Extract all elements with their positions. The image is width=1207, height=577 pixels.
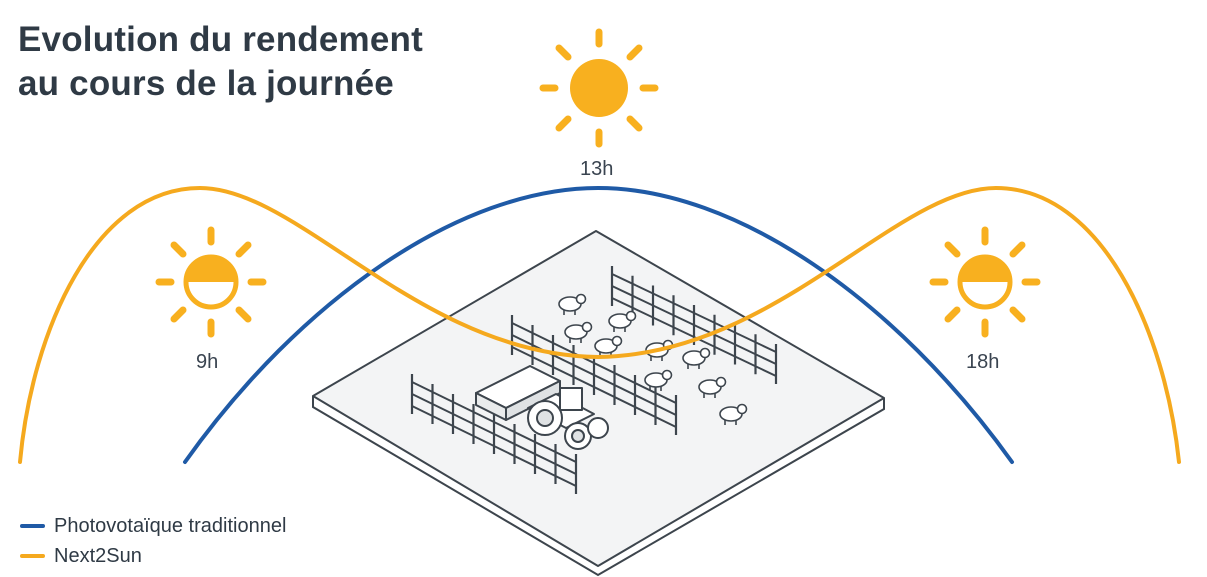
field-platform bbox=[312, 230, 885, 577]
sun-half-icon bbox=[155, 226, 267, 338]
curve-photovoltaique-traditionnel bbox=[183, 185, 1014, 464]
legend: Photovotaïque traditionnel Next2Sun bbox=[20, 511, 286, 571]
legend-swatch-blue bbox=[20, 524, 45, 528]
time-label-9h: 9h bbox=[196, 351, 219, 373]
time-label-13h: 13h bbox=[580, 158, 614, 180]
legend-label: Next2Sun bbox=[54, 544, 142, 567]
legend-label: Photovotaïque traditionnel bbox=[54, 514, 287, 537]
time-label-18h: 18h bbox=[966, 351, 1000, 373]
sun-half-icon bbox=[929, 226, 1041, 338]
title-line-2: au cours de la journée bbox=[18, 64, 394, 103]
sun-icon bbox=[539, 28, 659, 148]
legend-item-next2sun: Next2Sun bbox=[20, 541, 286, 571]
tractor-icon bbox=[475, 365, 609, 450]
legend-item-traditional: Photovotaïque traditionnel bbox=[20, 511, 286, 541]
curve-next2sun bbox=[18, 185, 1181, 464]
diagram-title: Evolution du rendement au cours de la jo… bbox=[18, 18, 423, 106]
legend-swatch-orange bbox=[20, 554, 45, 558]
title-line-1: Evolution du rendement bbox=[18, 20, 423, 59]
